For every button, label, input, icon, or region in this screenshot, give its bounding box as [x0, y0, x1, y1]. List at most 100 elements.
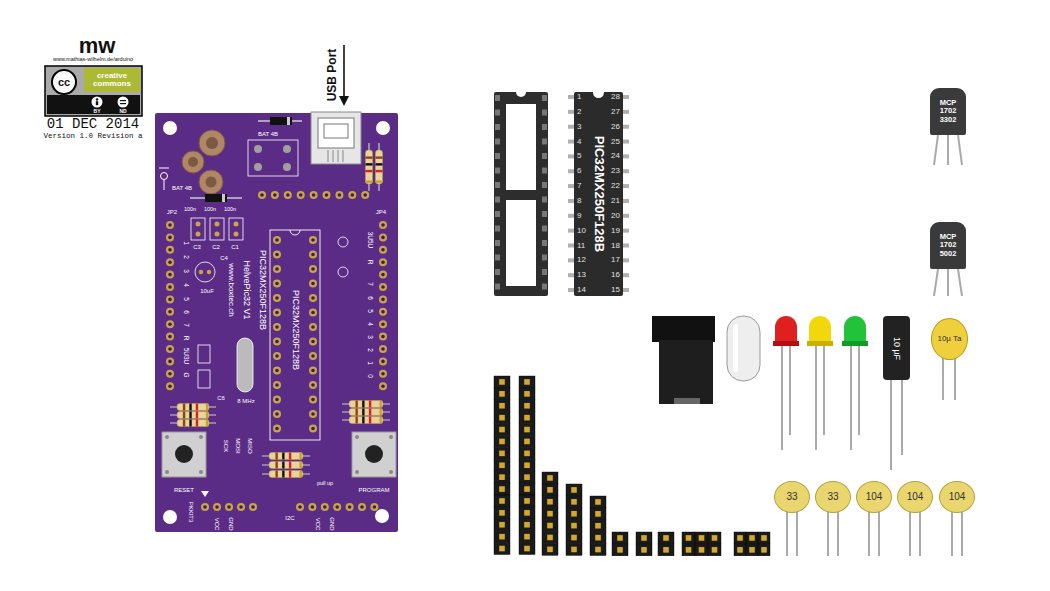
dc-jack: [659, 340, 713, 404]
pad-hole: [381, 273, 385, 277]
battery-holder-outline: [248, 140, 298, 176]
silkscreen-label: JP2: [167, 209, 177, 215]
header-pin: [571, 535, 577, 541]
resistor-band: [275, 453, 277, 460]
board-led: [338, 267, 348, 277]
resistor-band: [362, 401, 364, 408]
header-pad: [273, 323, 281, 331]
header-pad: [379, 345, 387, 353]
license-badge: [120, 103, 126, 104]
resistor-band: [189, 404, 191, 411]
socket-contact: [542, 255, 547, 261]
header-block: [519, 388, 535, 400]
resistor-band: [196, 412, 198, 419]
push-button: [355, 435, 359, 439]
resistor-band: [275, 462, 277, 469]
header-block: [519, 495, 535, 507]
pin-number: 6: [577, 166, 581, 176]
pad-hole: [275, 340, 279, 344]
resistor-band: [189, 420, 191, 427]
pin-number: 26: [611, 122, 620, 132]
capacitor-leads: [954, 358, 956, 400]
header-pad: [273, 280, 281, 288]
header-pin: [524, 486, 530, 492]
resistor-band: [376, 180, 383, 182]
header-pin: [617, 535, 623, 541]
board-led: [338, 237, 348, 277]
pad-hole: [311, 354, 315, 358]
signal-label: VCC: [214, 518, 220, 531]
pin-number: 15: [611, 285, 620, 295]
pad-hole: [311, 253, 315, 257]
pin-label: 5U3U: [183, 348, 190, 365]
header-pad: [379, 271, 387, 279]
silkscreen-label: BAT 4B: [258, 131, 278, 137]
led: [823, 345, 825, 435]
socket-contact: [542, 240, 547, 246]
header-pad: [309, 323, 317, 331]
pad-hole: [311, 325, 315, 329]
pad-hole: [275, 398, 279, 402]
pin-number: 2: [577, 107, 581, 117]
header-block: [590, 532, 606, 544]
header-pin: [749, 547, 755, 553]
header-pad: [166, 283, 174, 291]
socket-contact: [542, 139, 547, 145]
pad-hole: [299, 193, 303, 197]
led: [815, 345, 817, 450]
socket-contact: [542, 211, 547, 217]
diode: [190, 117, 302, 202]
resistor-band: [196, 404, 198, 411]
header-pad: [361, 191, 369, 199]
header-pin: [547, 487, 553, 493]
header-pad: [273, 410, 281, 418]
header-pad: [237, 503, 245, 511]
header-pad: [309, 367, 317, 375]
resistor-band: [275, 471, 277, 478]
pad-hole: [260, 193, 264, 197]
header-pad: [273, 396, 281, 404]
resistor: [170, 404, 216, 411]
pad-hole: [275, 412, 279, 416]
header-block: [590, 544, 606, 556]
resistor-band: [379, 401, 381, 408]
pad-hole: [381, 310, 385, 314]
pin-label: 7: [183, 323, 190, 327]
license-badge: [47, 95, 140, 114]
header-pin: [524, 534, 530, 540]
header-pin: [524, 439, 530, 445]
pad-hole: [286, 193, 290, 197]
header-block: [590, 520, 606, 532]
pin-label: 3: [183, 269, 190, 273]
usb-connector: [328, 150, 329, 162]
pad-hole: [311, 282, 315, 286]
header-pad: [166, 258, 174, 266]
header-pad: [213, 503, 221, 511]
logo-text: mw: [79, 35, 116, 57]
regulator-leads: [958, 269, 962, 296]
header-pin: [595, 547, 601, 553]
header-pin: [595, 499, 601, 505]
pin-number: 14: [577, 285, 586, 295]
pad-hole: [203, 505, 207, 509]
pin-label: 1: [183, 241, 190, 245]
pad-hole: [168, 236, 172, 240]
header-pin: [524, 498, 530, 504]
header-block: [519, 424, 535, 436]
capacitor-outline: [198, 345, 210, 363]
board-led: [338, 237, 348, 247]
header-block: [695, 544, 708, 556]
resistor: [342, 417, 390, 424]
header-pin: [547, 499, 553, 505]
header-pad: [379, 382, 387, 390]
socket-contact: [495, 168, 500, 174]
signal-label: SCK: [223, 440, 229, 452]
dc-jack-pads: [206, 177, 217, 188]
header-pad: [166, 357, 174, 365]
part-marking: 33: [786, 491, 797, 503]
header-pad: [321, 503, 329, 511]
header-block: [494, 424, 510, 436]
header-block: [658, 532, 674, 544]
resistor-band: [366, 156, 373, 158]
pad-hole: [363, 193, 367, 197]
